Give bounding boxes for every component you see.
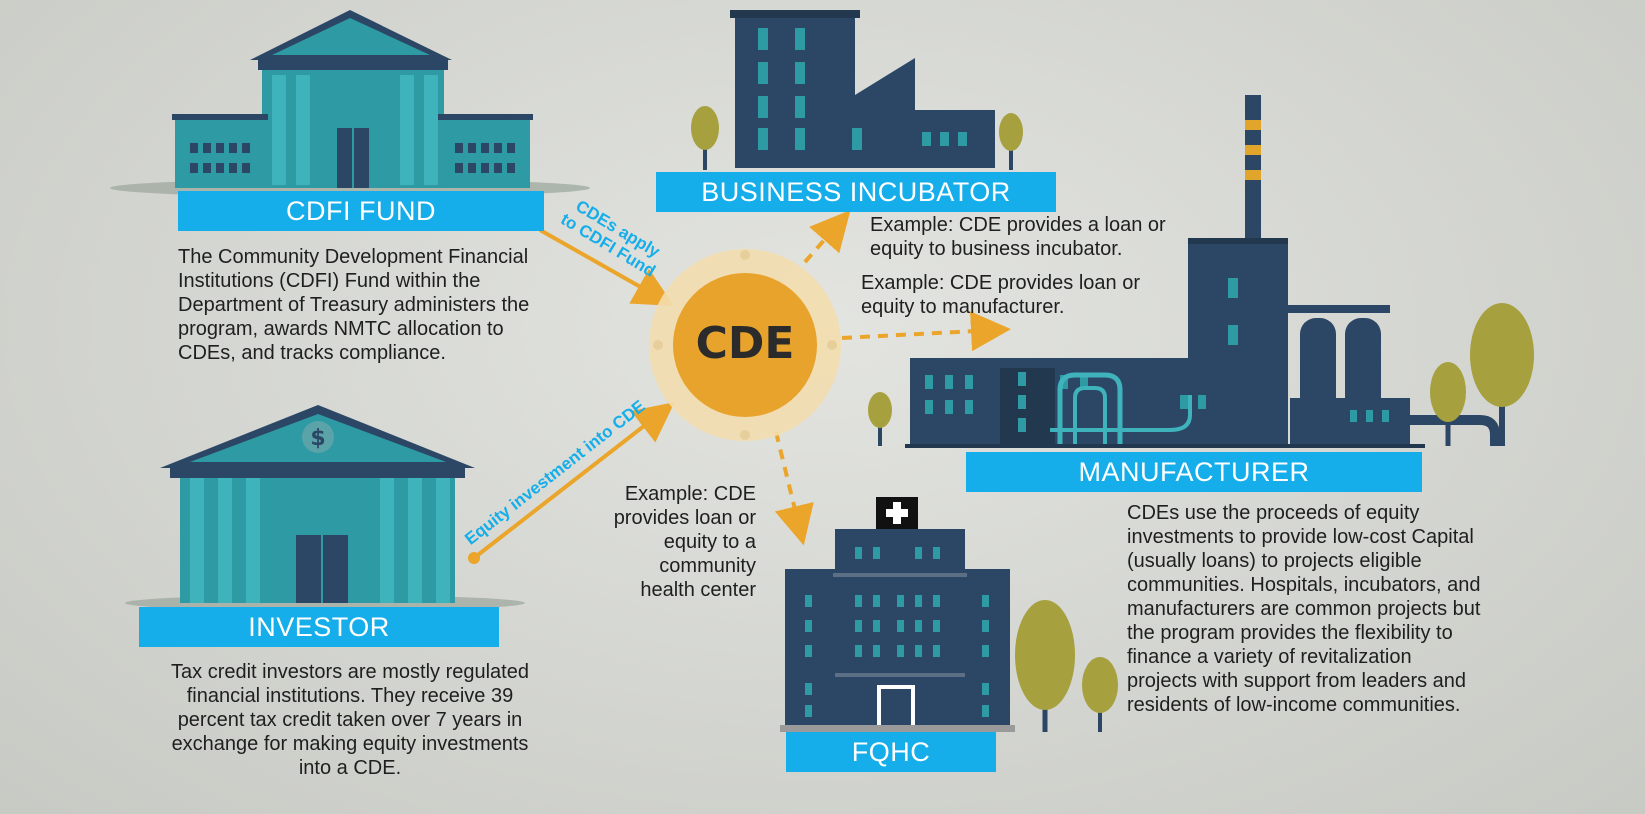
tree-icon [1015, 600, 1075, 732]
manufacturer-description: CDEs use the proceeds of equity investme… [1127, 502, 1481, 716]
tree-icon [691, 106, 719, 170]
tree-icon [999, 113, 1023, 170]
cde-node-label: CDE [695, 318, 795, 369]
arrow-cde-to-fqhc [774, 431, 814, 546]
cdfi-fund-label: CDFI FUND [178, 191, 544, 231]
tree-icon [1082, 657, 1118, 732]
investor-description: Tax credit investors are mostly regulate… [171, 661, 529, 779]
dollar-icon: $ [310, 426, 325, 451]
arrow-cdfi-to-cde [539, 228, 674, 306]
tree-icon [1470, 303, 1534, 446]
arrow-cde-to-manufacturer [841, 311, 1011, 352]
fqhc-label: FQHC [786, 732, 996, 772]
business-incubator-label: BUSINESS INCUBATOR [656, 172, 1056, 212]
hospital-icon [780, 497, 1118, 732]
manufacturer-example: Example: CDE provides loan or equity to … [861, 272, 1141, 318]
tree-icon [868, 392, 892, 446]
investor-bank-icon: $ [125, 405, 525, 611]
incubator-building-icon [691, 10, 1023, 170]
incubator-example: Example: CDE provides a loan or equity t… [870, 214, 1166, 260]
fqhc-example: Example: CDE provides loan or equity to … [613, 483, 756, 601]
manufacturer-label: MANUFACTURER [966, 452, 1422, 492]
investor-label: INVESTOR [139, 607, 499, 647]
cdfi-fund-description: The Community Development Financial Inst… [178, 246, 530, 364]
arrow-investor-to-cde [468, 402, 675, 564]
bank-building-icon [110, 10, 590, 197]
cde-circle [649, 249, 841, 441]
arrow-cde-to-incubator [803, 209, 851, 264]
factory-icon [868, 95, 1534, 448]
tree-icon [1430, 362, 1466, 446]
